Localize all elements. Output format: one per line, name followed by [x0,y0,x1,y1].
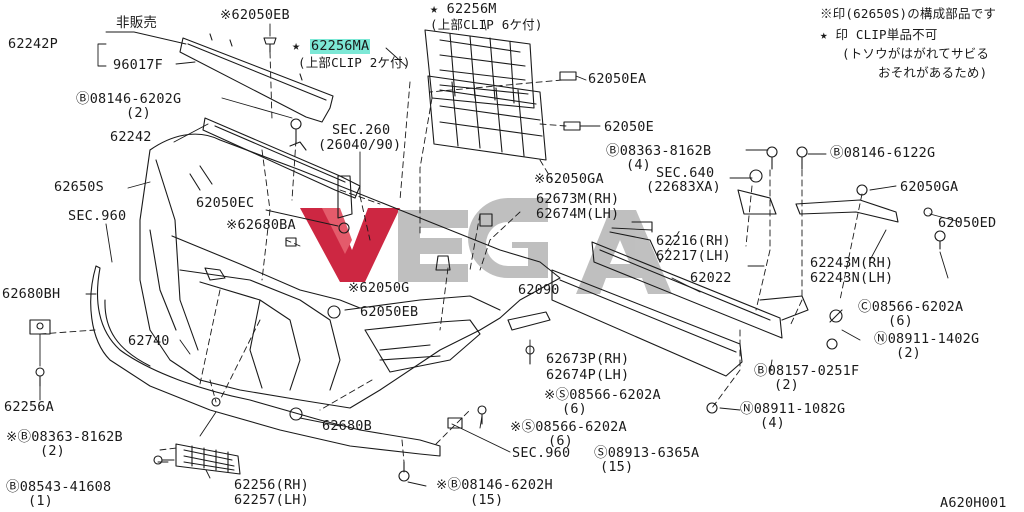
legend-line-2: ★ 印 CLIP単品不可 [820,27,938,42]
bolt-08146-6202G [290,118,302,144]
assembly-dashed-lines [39,51,863,463]
label-62674M: 62674M(LH) [536,206,620,222]
clip-62050E [563,121,581,131]
label-62050EB-mid: 62050EB [360,304,419,320]
label-62256MA-clip-note: (上部CLIP 2ケ付) [298,55,411,70]
label-08363-8162B-right: Ⓑ08363-8162B [606,143,712,159]
bracket-62243M [795,199,899,223]
label-08911-1402G: Ⓝ08911-1402G [874,331,980,347]
label-96017F: 96017F [113,57,163,73]
label-qty-4a: (4) [626,157,651,173]
grille-62256M [424,29,535,109]
reinforcement-62242 [202,117,361,219]
grille-62256MA [427,75,547,161]
label-08146-6202H: ※Ⓑ08146-6202H [436,477,553,493]
clip-62050EA [559,71,577,81]
label-62050GA-mid: ※62050GA [534,171,604,187]
front-lip-spoiler [90,265,441,457]
label-qty-6b: (6) [562,401,587,417]
label-62256M: ★ 62256M [430,1,497,17]
label-08157-0251F: Ⓑ08157-0251F [754,363,860,379]
screw-08543-41608 [153,455,175,465]
label-62740: 62740 [128,333,170,349]
label-62673P: 62673P(RH) [546,351,630,367]
absorber-62090 [551,269,743,377]
label-08566-6202A-c: Ⓒ08566-6202A [858,299,964,315]
label-62217: 62217(LH) [656,248,731,264]
label-qty-6c: (6) [548,433,573,449]
label-62680BH: 62680BH [2,286,61,302]
label-sec960: SEC.960 [68,208,127,224]
label-qty-6a: (6) [888,313,913,329]
label-62674P: 62674P(LH) [546,367,630,383]
label-star-62256MA: ★ [292,38,301,54]
legend-line-3: (トソウがはがれてサビる [842,46,990,61]
label-sec640: SEC.640 [656,165,715,181]
label-62050E: 62050E [604,119,654,135]
label-62243N: 62243N(LH) [810,270,894,286]
label-qty-15a: (15) [600,459,634,475]
label-qty-2a: (2) [126,105,151,121]
clip-62050EB-top [263,37,277,53]
label-08363-8162B-left: ※Ⓑ08363-8162B [6,429,123,445]
label-sec260-sub: (26040/90) [318,137,402,153]
leader-lines [39,19,961,487]
lower-vent-mesh-62256 [175,443,241,475]
label-62256RH: 62256(RH) [234,477,309,493]
front-bumper-fascia-62650S [139,133,561,409]
label-qty-4b: (4) [760,415,785,431]
label-08566-6202A-s1: ※Ⓢ08566-6202A [544,387,661,403]
label-62257LH: 62257(LH) [234,492,309,508]
bracket-62673P [507,311,551,331]
label-62022: 62022 [690,270,732,286]
label-62050GA-right: 62050GA [900,179,959,195]
label-08566-6202A-s2: ※Ⓢ08566-6202A [510,419,627,435]
label-08913-6365A: Ⓢ08913-6365A [594,445,700,461]
label-62680BA: ※62680BA [226,217,296,233]
label-qty-1: (1) [28,493,53,509]
label-62050EA: 62050EA [588,71,647,87]
label-62256A: 62256A [4,399,54,415]
label-qty-2b: (2) [896,345,921,361]
label-62243M: 62243M(RH) [810,255,894,271]
label-62050G: ※62050G [348,280,410,296]
label-62242: 62242 [110,129,152,145]
label-qty-2d: (2) [40,443,65,459]
clip-62680BH [29,319,51,335]
label-qty-15b: (15) [470,492,504,508]
legend-line-1: ※印(62650S)の構成部品です [820,6,997,21]
label-62050ED: 62050ED [938,215,997,231]
label-62050EC: 62050EC [196,195,255,211]
label-08146-6122G: Ⓑ08146-6122G [830,145,936,161]
label-not-sold: 非販売 [116,15,158,31]
diagram-id: A620H001 [940,495,1007,511]
label-62256M-clip-note: (上部CLIP 6ケ付) [430,17,543,32]
label-sec640-sub: (22683XA) [646,179,721,195]
label-62242P: 62242P [8,36,58,52]
label-62650S: 62650S [54,179,104,195]
label-qty-2c: (2) [774,377,799,393]
label-62050EB-top: ※62050EB [220,7,290,23]
label-62256MA: 62256MA [310,38,371,54]
label-08146-6202G: Ⓑ08146-6202G [76,91,182,107]
label-08543-41608: Ⓑ08543-41608 [6,479,112,495]
legend-line-4: おそれがあるため) [878,65,988,80]
label-62216: 62216(RH) [656,233,731,249]
label-08911-1082G: Ⓝ08911-1082G [740,401,846,417]
label-sec260: SEC.260 [332,122,391,138]
label-62673M: 62673M(RH) [536,191,620,207]
label-sec960-b: SEC.960 [512,445,571,461]
upper-reinforcement-62242P [179,33,334,123]
label-62090: 62090 [518,282,560,298]
label-62680B: 62680B [322,418,372,434]
bracket-62216 [737,169,777,215]
